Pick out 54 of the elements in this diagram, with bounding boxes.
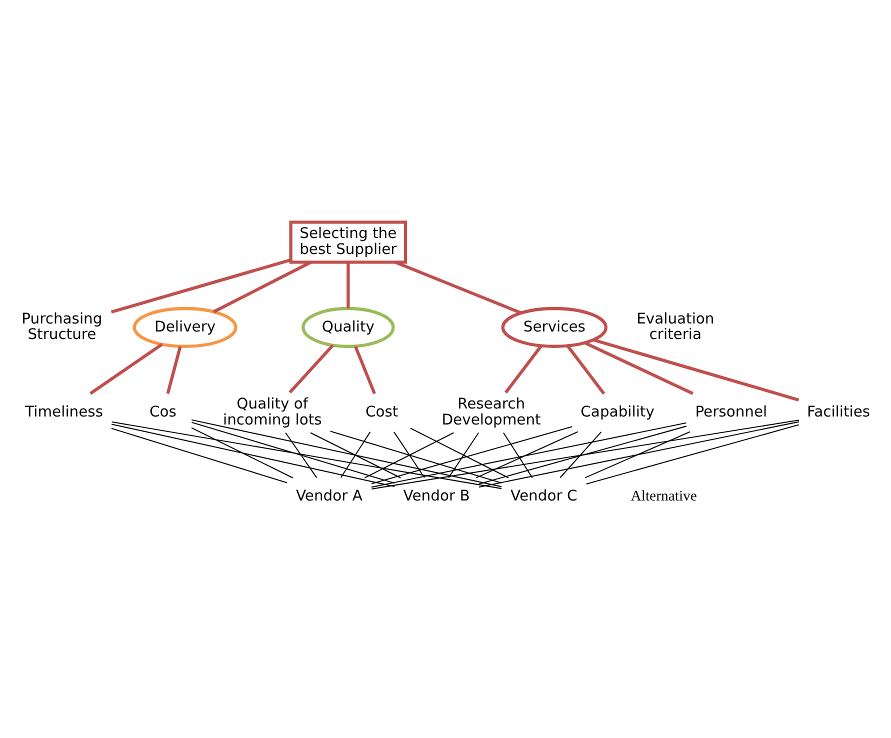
connector (394, 260, 522, 314)
connector (586, 424, 799, 484)
label: Evaluation criteria (636, 310, 714, 344)
connector (340, 432, 371, 478)
node-text: Cos (149, 404, 176, 421)
connector (478, 426, 687, 485)
node-box: Selecting the best Supplier (289, 220, 408, 264)
connector (285, 432, 318, 478)
connector (89, 343, 163, 395)
node-text: Capability (580, 404, 654, 421)
node-text: Vendor C (510, 488, 578, 505)
connector (191, 419, 502, 488)
connector (592, 338, 800, 402)
connector (478, 421, 799, 488)
node-ellipse: Services (501, 306, 608, 348)
node-text: Facilities (806, 404, 870, 421)
node-text: Vendor A (296, 488, 362, 505)
node-text: Quality of incoming lots (222, 396, 322, 428)
node-text: Cost (365, 404, 398, 421)
connector (112, 424, 395, 488)
connector (504, 345, 542, 394)
node-ellipse: Delivery (132, 306, 238, 348)
connector (346, 262, 350, 308)
connector (354, 346, 376, 394)
node-ellipse: Quality (302, 306, 395, 348)
node-text: Purchasing Structure (22, 310, 102, 344)
connector (584, 431, 690, 478)
node-text: Timeliness (25, 404, 104, 421)
connector (191, 427, 294, 478)
connector (584, 341, 694, 396)
connector (166, 346, 182, 394)
connector (503, 432, 533, 478)
connector (288, 344, 334, 394)
connector (394, 432, 425, 478)
node-text: Personnel (695, 404, 768, 421)
connector (310, 432, 401, 478)
connector (330, 430, 502, 484)
connector (110, 258, 292, 314)
connector (111, 428, 288, 484)
connector (566, 345, 606, 395)
node-text: Research Development (442, 396, 541, 428)
connector (192, 422, 395, 484)
connector (410, 428, 509, 478)
connector (371, 426, 572, 484)
connector (560, 432, 602, 478)
node-text: Vendor B (403, 488, 470, 505)
connector (371, 422, 686, 488)
connector (448, 432, 480, 478)
connector (112, 421, 502, 490)
label: Alternative (630, 488, 697, 505)
connector (364, 432, 454, 478)
connector (212, 260, 312, 314)
connector (476, 431, 578, 478)
connector (372, 420, 800, 490)
